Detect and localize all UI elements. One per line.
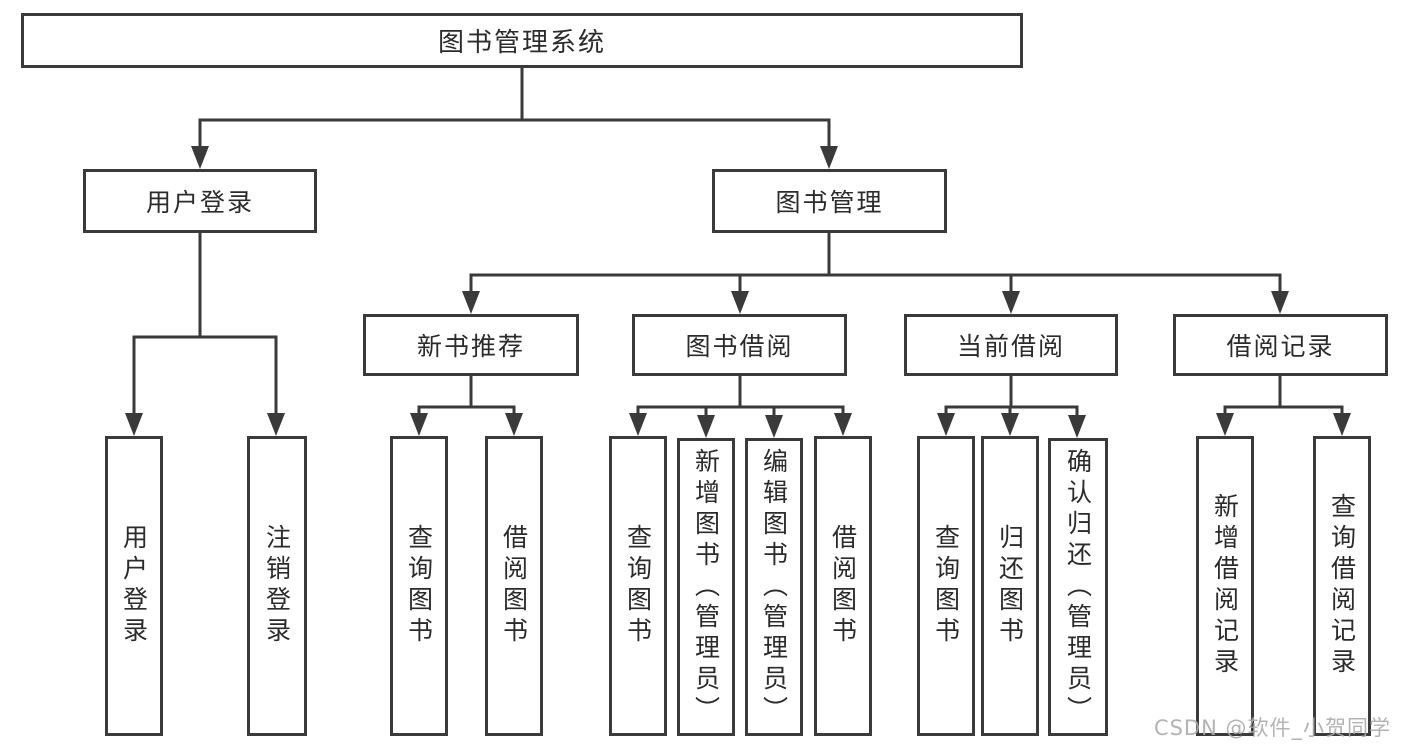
leaf-borrow-books-borrow: 借阅图书 [814,436,872,736]
leaf-confirm-return-admin: 确认归还（管理员） [1048,438,1108,736]
node-new-book-recommend: 新书推荐 [363,314,579,376]
leaf-query-borrow-record: 查询借阅记录 [1313,436,1371,736]
leaf-borrow-books-recommend-label: 借阅图书 [499,524,529,648]
leaf-add-book-admin: 新增图书（管理员） [677,438,735,736]
watermark: CSDN @软件_小贺同学 [1153,716,1391,740]
leaf-query-books-current-label: 查询图书 [931,524,961,648]
node-root: 图书管理系统 [21,13,1023,68]
leaf-borrow-books-borrow-label: 借阅图书 [828,524,858,648]
leaf-add-book-admin-label: 新增图书（管理员） [691,447,721,727]
node-current-borrowing-label: 当前借阅 [956,332,1065,361]
leaf-query-books-current: 查询图书 [917,436,975,736]
node-book-borrowing: 图书借阅 [632,314,847,376]
leaf-query-books-recommend-label: 查询图书 [404,524,434,648]
leaf-user-login-label: 用户登录 [119,524,149,648]
leaf-borrow-books-recommend: 借阅图书 [485,436,543,736]
leaf-edit-book-admin: 编辑图书（管理员） [745,438,803,736]
leaf-logout: 注销登录 [247,436,307,736]
leaf-return-book: 归还图书 [981,436,1039,736]
leaf-return-book-label: 归还图书 [995,524,1025,648]
node-root-label: 图书管理系统 [437,28,606,58]
leaf-query-books-recommend: 查询图书 [390,436,448,736]
node-borrow-records-label: 借阅记录 [1226,332,1335,361]
leaf-logout-label: 注销登录 [262,524,292,648]
leaf-add-borrow-record: 新增借阅记录 [1196,436,1254,736]
leaf-user-login: 用户登录 [105,436,163,736]
leaf-query-books-borrow: 查询图书 [609,436,667,736]
node-new-book-recommend-label: 新书推荐 [416,332,525,361]
node-book-management: 图书管理 [712,169,947,233]
node-borrow-records: 借阅记录 [1173,314,1388,376]
leaf-add-borrow-record-label: 新增借阅记录 [1210,493,1240,679]
leaf-query-books-borrow-label: 查询图书 [623,524,653,648]
node-book-borrowing-label: 图书借阅 [685,332,794,361]
leaf-confirm-return-admin-label: 确认归还（管理员） [1063,447,1093,727]
node-user-login-label: 用户登录 [145,188,254,217]
node-user-login: 用户登录 [83,169,317,233]
node-book-management-label: 图书管理 [775,188,884,217]
node-current-borrowing: 当前借阅 [904,314,1118,376]
leaf-edit-book-admin-label: 编辑图书（管理员） [759,447,789,727]
leaf-query-borrow-record-label: 查询借阅记录 [1327,493,1357,679]
